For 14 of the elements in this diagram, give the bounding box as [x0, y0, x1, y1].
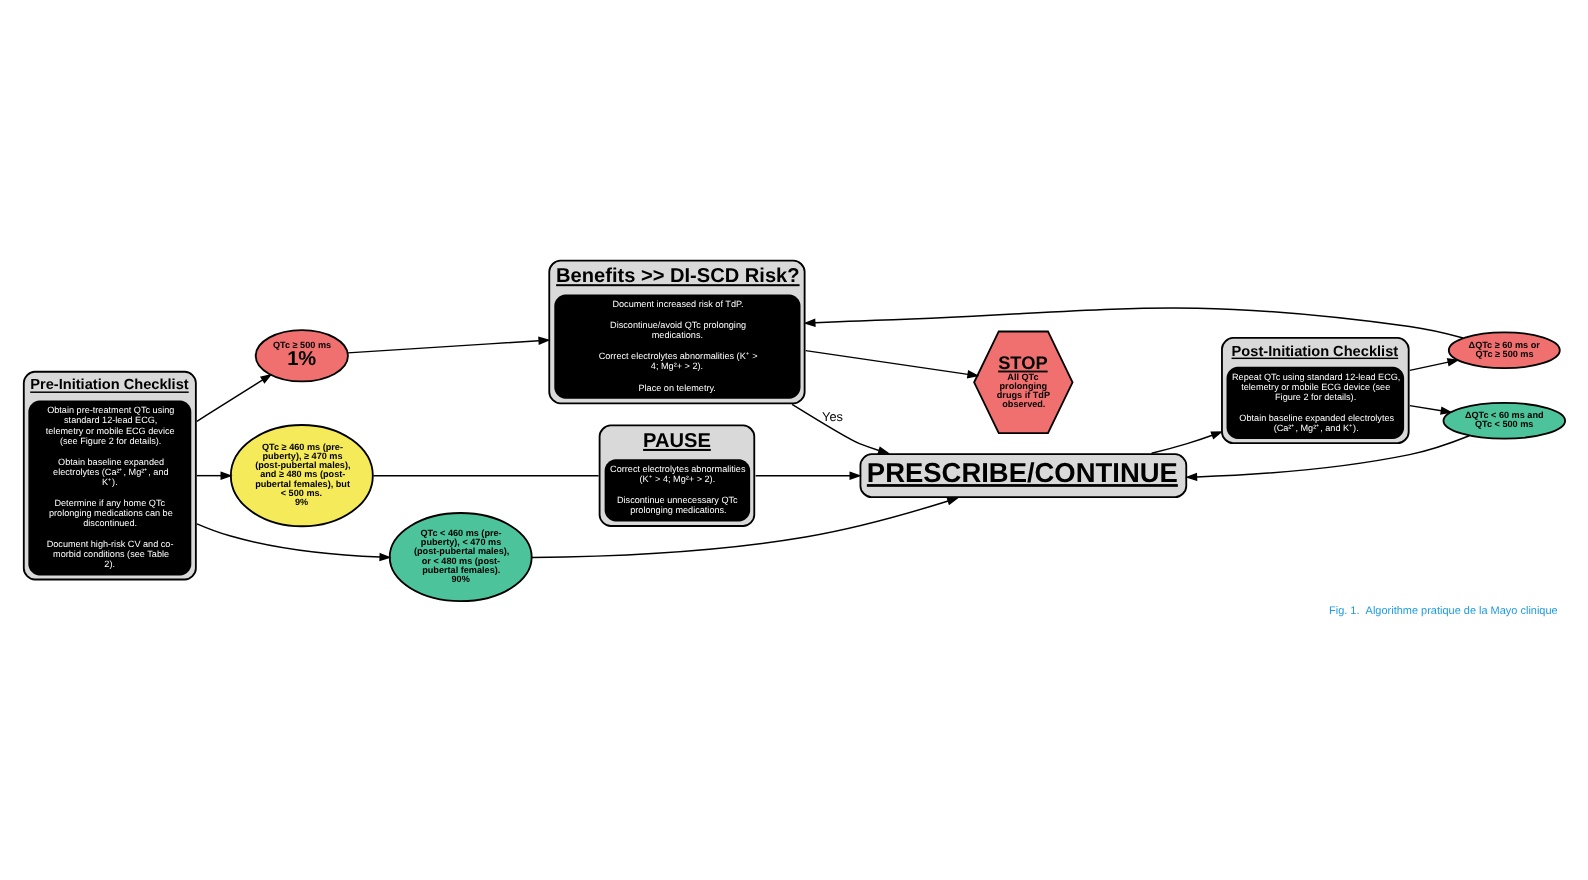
arrow	[1150, 431, 1224, 454]
arrow	[754, 471, 862, 480]
arrow	[347, 336, 551, 354]
arrow	[804, 349, 980, 379]
arrow	[791, 403, 891, 455]
arrow	[196, 471, 233, 480]
arrow	[196, 373, 273, 423]
connector	[372, 474, 600, 477]
arrow	[196, 523, 392, 562]
arrow	[1409, 358, 1460, 372]
arrow	[1409, 404, 1453, 415]
arrow	[803, 307, 1464, 339]
arrow	[1185, 435, 1471, 482]
arrow	[531, 497, 960, 559]
